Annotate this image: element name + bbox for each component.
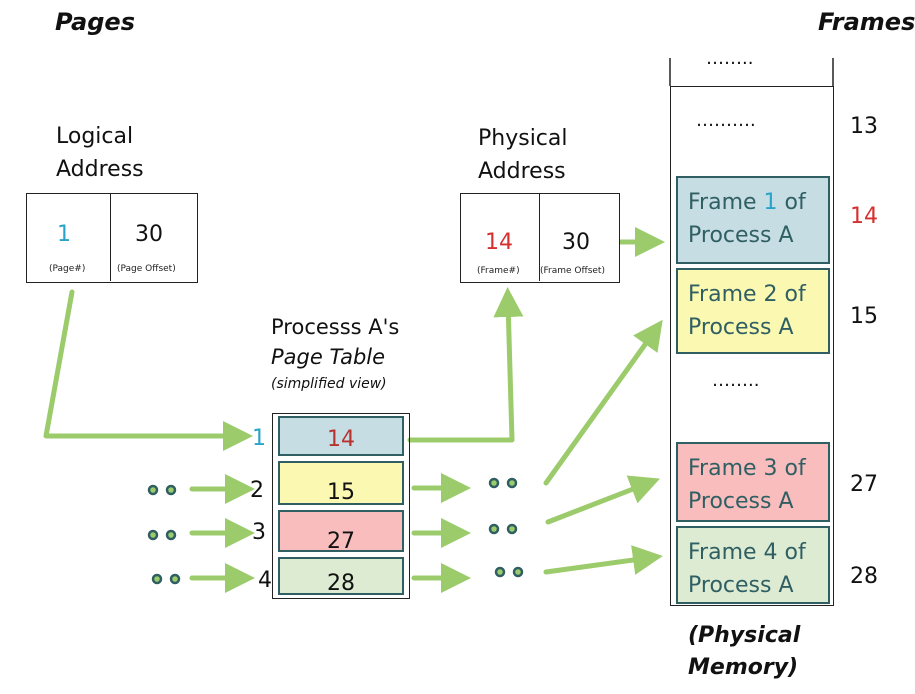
memory-frame-15: Frame 2 of Process A <box>676 268 830 354</box>
dot <box>506 477 518 489</box>
arrow-table-to-physical <box>407 287 524 443</box>
page-table <box>272 413 410 599</box>
memory-frame-14: Frame 1 of Process A <box>676 176 830 264</box>
frame-number-13: 13 <box>850 114 878 139</box>
page-offset-cell: 30 (Page Offset) <box>111 194 197 281</box>
page-number-cell: 1 (Page#) <box>27 194 111 281</box>
page-offset-caption: (Page Offset) <box>117 264 176 274</box>
frame-number-value: 14 <box>485 230 513 255</box>
page-table-page-2: 2 <box>250 478 264 503</box>
memory-frame-28: Frame 4 of Process A <box>676 526 830 604</box>
dot <box>169 573 181 585</box>
memory-gap-dots-2: …….. <box>712 370 760 391</box>
page-table-row-1: 14 <box>278 416 404 456</box>
physical-address-box: 14 (Frame#) 30 (Frame Offset) <box>460 193 620 283</box>
page-table-row-4: 28 <box>278 557 404 596</box>
dot <box>506 523 518 535</box>
dot <box>488 477 500 489</box>
frames-header: Frames <box>818 8 915 36</box>
dot <box>512 566 524 578</box>
page-number-caption: (Page#) <box>49 264 86 274</box>
frame-number-28: 28 <box>850 564 878 589</box>
page-table-title: Processs A's Page Table (simplified view… <box>271 315 400 392</box>
dot <box>165 529 177 541</box>
dot <box>488 523 500 535</box>
page-table-page-3: 3 <box>252 520 266 545</box>
frame-number-14: 14 <box>850 204 878 229</box>
physical-address-title: Physical Address <box>478 126 568 184</box>
frame-number-15: 15 <box>850 304 878 329</box>
arrow-to-frame-27 <box>545 475 660 525</box>
page-table-page-1: 1 <box>252 426 266 451</box>
frame-offset-caption: (Frame Offset) <box>540 266 605 276</box>
arrow-page-to-table <box>43 289 253 451</box>
frame-number-27: 27 <box>850 472 878 497</box>
frame-number-cell: 14 (Frame#) <box>461 194 540 281</box>
memory-top-dots: …….. <box>706 48 754 69</box>
arrow-to-frame-15 <box>543 319 663 486</box>
dot <box>165 484 177 496</box>
physical-memory-caption: (Physical Memory) <box>688 623 801 680</box>
pages-header: Pages <box>55 8 135 36</box>
page-table-row-3: 27 <box>278 510 404 554</box>
frame-offset-cell: 30 (Frame Offset) <box>540 194 619 281</box>
arrow-to-frame-28 <box>543 545 663 575</box>
page-table-page-4: 4 <box>258 568 272 593</box>
frame-offset-value: 30 <box>562 230 590 255</box>
dot <box>494 566 506 578</box>
dot <box>151 573 163 585</box>
memory-frame-27: Frame 3 of Process A <box>676 442 830 522</box>
logical-address-title: Logical Address <box>56 124 144 182</box>
memory-gap-dots-1: ………. <box>696 110 756 131</box>
page-number-value: 1 <box>57 222 71 247</box>
page-table-row-2: 15 <box>278 461 404 505</box>
page-offset-value: 30 <box>135 222 163 247</box>
frame-number-caption: (Frame#) <box>477 266 520 276</box>
dot <box>147 484 159 496</box>
dot <box>147 529 159 541</box>
logical-address-box: 1 (Page#) 30 (Page Offset) <box>26 193 198 283</box>
